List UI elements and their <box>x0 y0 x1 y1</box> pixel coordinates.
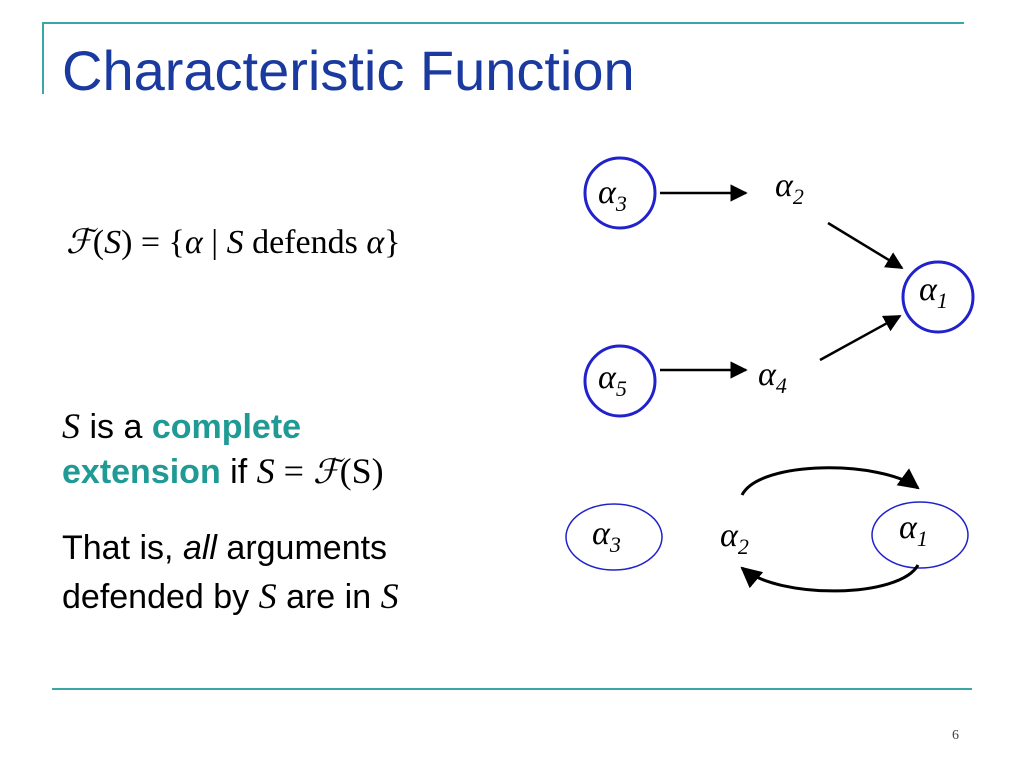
def-set-s: S <box>62 406 80 446</box>
formula-defends: defends <box>243 224 367 261</box>
that-is-explanation: That is, all arguments defended by S are… <box>62 524 542 621</box>
defended-by-text: defended by <box>62 578 259 616</box>
formula-bar: | <box>202 224 227 261</box>
node-a2-label: α2 <box>775 167 804 209</box>
node-b-a3-label: α3 <box>592 515 621 557</box>
node-a3-circle <box>583 156 657 230</box>
def-eq: = <box>274 451 313 491</box>
are-in-text: are in <box>276 578 381 616</box>
node-a5-label: α5 <box>598 359 627 401</box>
node-a1-label: α1 <box>919 271 948 313</box>
node-a3-label: α3 <box>598 174 627 216</box>
bottom-argument-graph: α3 α2 α1 <box>565 466 969 593</box>
node-a1-circle <box>901 260 975 334</box>
all-emphasis: all <box>182 529 217 567</box>
node-a5-circle <box>583 344 657 418</box>
footer-rule <box>52 688 972 690</box>
def-script-f: ℱ <box>312 452 340 492</box>
characteristic-function-formula: ℱ(S) = {α | S defends α} <box>66 222 401 262</box>
keyword-extension: extension <box>62 453 221 491</box>
formula-close-brace: } <box>384 224 401 261</box>
top-argument-graph: α3 α2 α1 α5 α4 <box>583 156 975 418</box>
node-a4-label: α4 <box>758 356 787 398</box>
formula-set-s-2: S <box>226 224 244 261</box>
keyword-complete: complete <box>151 408 302 446</box>
def-is-a: is a <box>80 408 152 446</box>
title-frame-vertical <box>42 22 44 94</box>
formula-set-s: S <box>104 224 122 261</box>
def-set-s-eq: S <box>256 451 275 491</box>
node-b-a1-ellipse <box>871 501 969 569</box>
slide-title: Characteristic Function <box>62 39 635 102</box>
edge-b-a2-a1 <box>740 466 920 496</box>
complete-extension-definition: S is a complete extension if S = ℱ(S) <box>62 404 532 494</box>
page-number: 6 <box>952 728 959 743</box>
that-is-text: That is, <box>62 529 183 567</box>
node-b-a1-label: α1 <box>899 509 928 551</box>
formula-alpha-2: α <box>366 224 385 261</box>
edge-b-a1-a2 <box>740 564 920 593</box>
explanation-set-s-2: S <box>380 576 399 616</box>
script-f-symbol: ℱ <box>66 222 93 262</box>
formula-close-eq: ) = { <box>121 224 185 261</box>
formula-open-paren: ( <box>92 224 105 261</box>
arguments-text: arguments <box>216 529 388 567</box>
def-paren-s: (S) <box>339 451 384 491</box>
title-frame-horizontal <box>42 22 964 24</box>
explanation-set-s: S <box>258 576 277 616</box>
node-b-a3-ellipse <box>565 503 663 571</box>
def-if: if <box>220 453 257 491</box>
formula-alpha: α <box>184 224 203 261</box>
edge-a4-a1 <box>819 314 902 362</box>
node-b-a2-label: α2 <box>720 517 749 559</box>
edge-a2-a1 <box>827 221 904 270</box>
